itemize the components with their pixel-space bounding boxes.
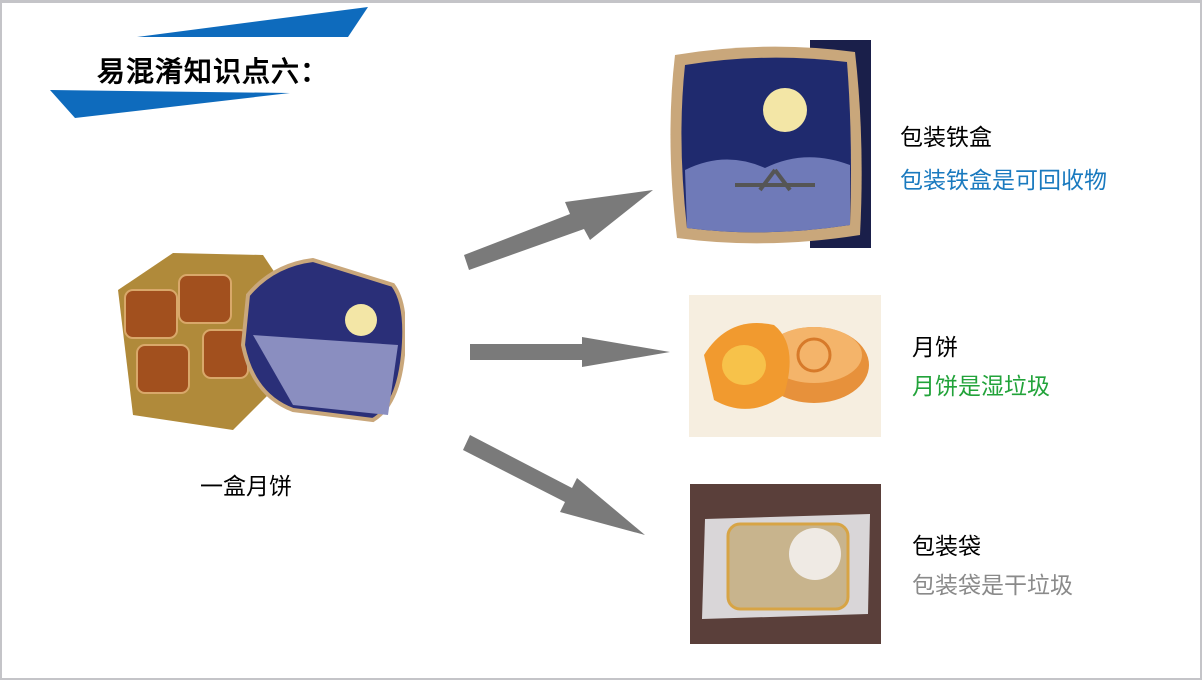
title-stripe-top <box>137 7 368 37</box>
item-name-bag: 包装袋 <box>912 534 981 560</box>
item-name-tin: 包装铁盒 <box>900 125 992 151</box>
title-stripe-bottom <box>50 90 290 118</box>
item-name-mooncake: 月饼 <box>912 335 958 361</box>
item-desc-tin: 包装铁盒是可回收物 <box>900 168 1107 194</box>
mooncake-image <box>689 295 881 437</box>
item-desc-mooncake: 月饼是湿垃圾 <box>912 374 1050 400</box>
tin-box-image <box>665 40 871 248</box>
packaging-bag-image <box>690 484 881 644</box>
arrow-to-bag <box>463 435 645 535</box>
item-desc-bag: 包装袋是干垃圾 <box>912 573 1073 599</box>
arrow-to-tin <box>464 190 653 270</box>
source-label: 一盒月饼 <box>200 474 292 500</box>
mooncake-box-image <box>113 245 405 435</box>
page-title: 易混淆知识点六： <box>97 55 330 88</box>
arrow-to-mooncake <box>470 337 670 367</box>
